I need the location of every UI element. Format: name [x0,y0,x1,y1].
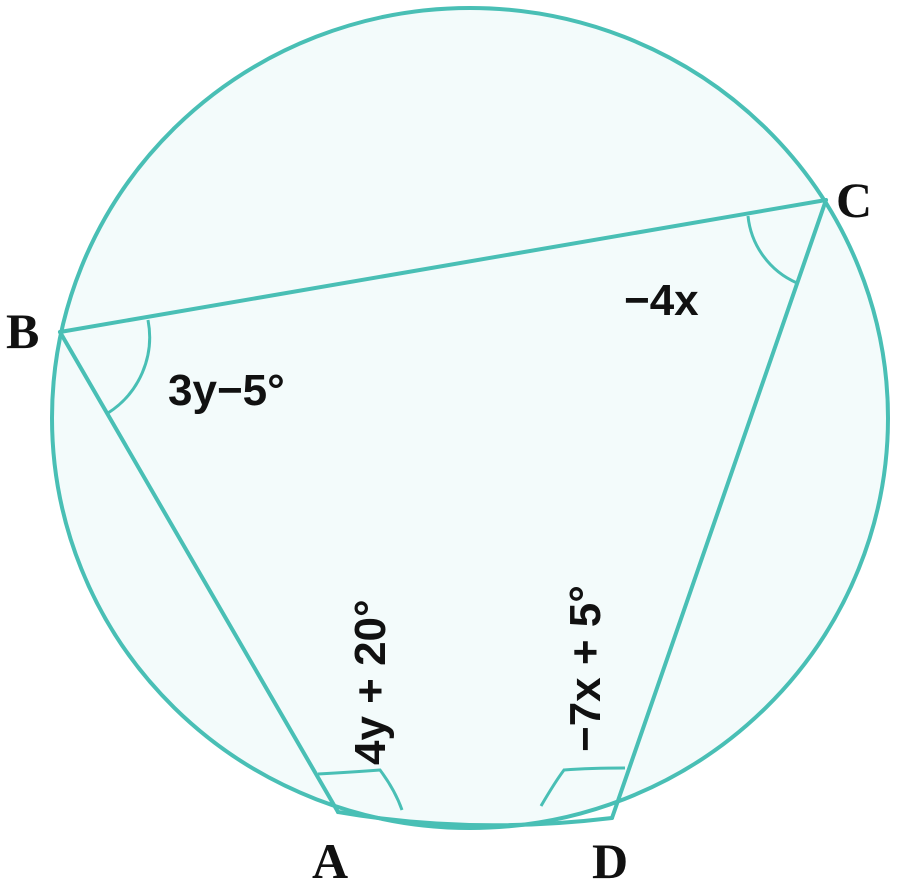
side-da [336,810,614,828]
vertex-label-b: B [6,303,39,359]
side-ab [58,330,340,814]
angle-label-a: 4y + 20° [346,599,395,765]
vertex-label-d: D [592,833,628,885]
angle-arc-a [317,768,404,811]
side-bc [58,198,828,334]
circumcircle [50,6,890,830]
angle-arc-c [746,215,798,285]
vertex-label-c: C [836,172,872,228]
angle-label-d: −7x + 5° [561,585,610,752]
angle-label-c: −4x [624,276,699,325]
angle-arc-b [107,319,152,415]
angle-arc-d [539,766,626,807]
vertex-label-a: A [312,833,348,885]
side-cd [610,198,828,820]
angle-label-b: 3y−5° [168,366,285,415]
